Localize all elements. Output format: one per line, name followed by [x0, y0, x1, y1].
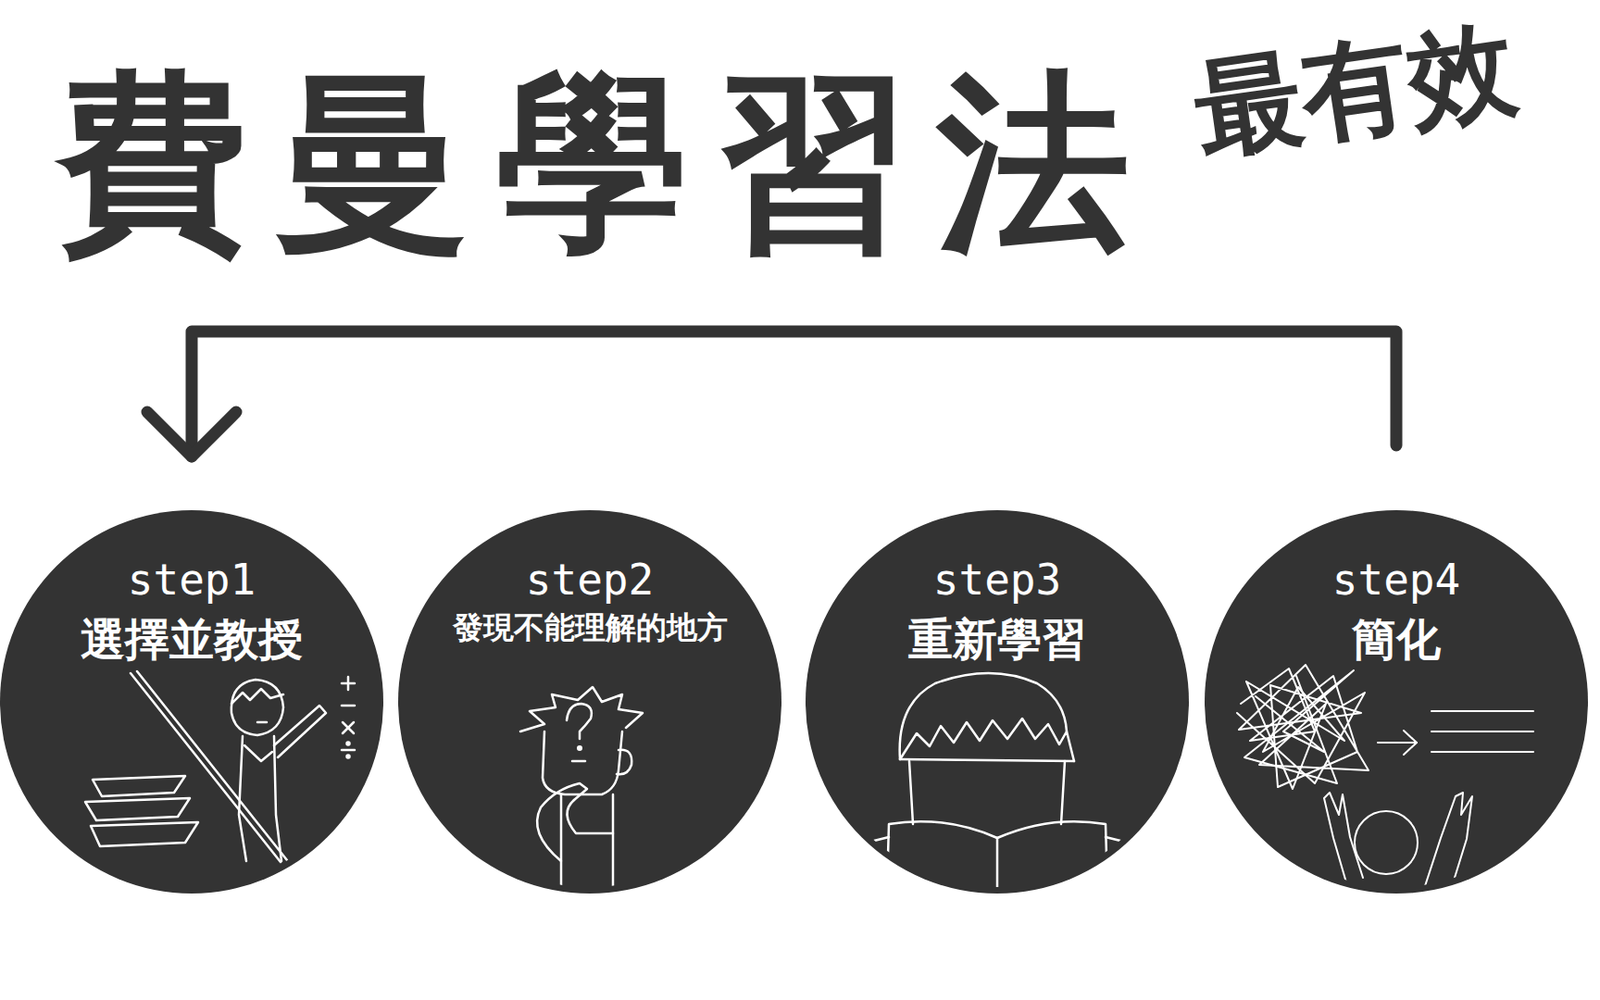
text-group: step2 發現不能理解的地方: [398, 510, 782, 645]
step-circle: step1 選擇並教授: [0, 510, 384, 894]
arrow-head: [147, 412, 237, 457]
text-group: step4 簡化: [1204, 510, 1588, 663]
text-group: step1 選擇並教授: [0, 510, 384, 663]
step-circle: step3 重新學習: [805, 510, 1189, 894]
loop-arrow: [147, 331, 1397, 457]
circle-fill: [805, 510, 1189, 894]
step-label: step4: [1232, 556, 1561, 604]
step-description: 發現不能理解的地方: [425, 611, 754, 645]
text-group: step3 重新學習: [805, 510, 1189, 663]
step-label: step1: [27, 556, 356, 604]
circle-fill: [398, 510, 782, 894]
step-label: step3: [833, 556, 1162, 604]
step-description: 重新學習: [833, 614, 1162, 664]
step-description: 選擇並教授: [27, 614, 356, 664]
tagline-text: 最有效: [1188, 13, 1524, 165]
step-circle: step4 簡化: [1204, 510, 1588, 894]
step-description: 簡化: [1232, 614, 1561, 664]
connector-line: [191, 331, 1397, 457]
step-label: step2: [425, 556, 754, 604]
diagram-title: 費曼學習法: [55, 66, 1158, 260]
step-circle: step2 發現不能理解的地方: [398, 510, 782, 894]
circle-fill: [1204, 510, 1588, 894]
circle-fill: [0, 510, 384, 894]
